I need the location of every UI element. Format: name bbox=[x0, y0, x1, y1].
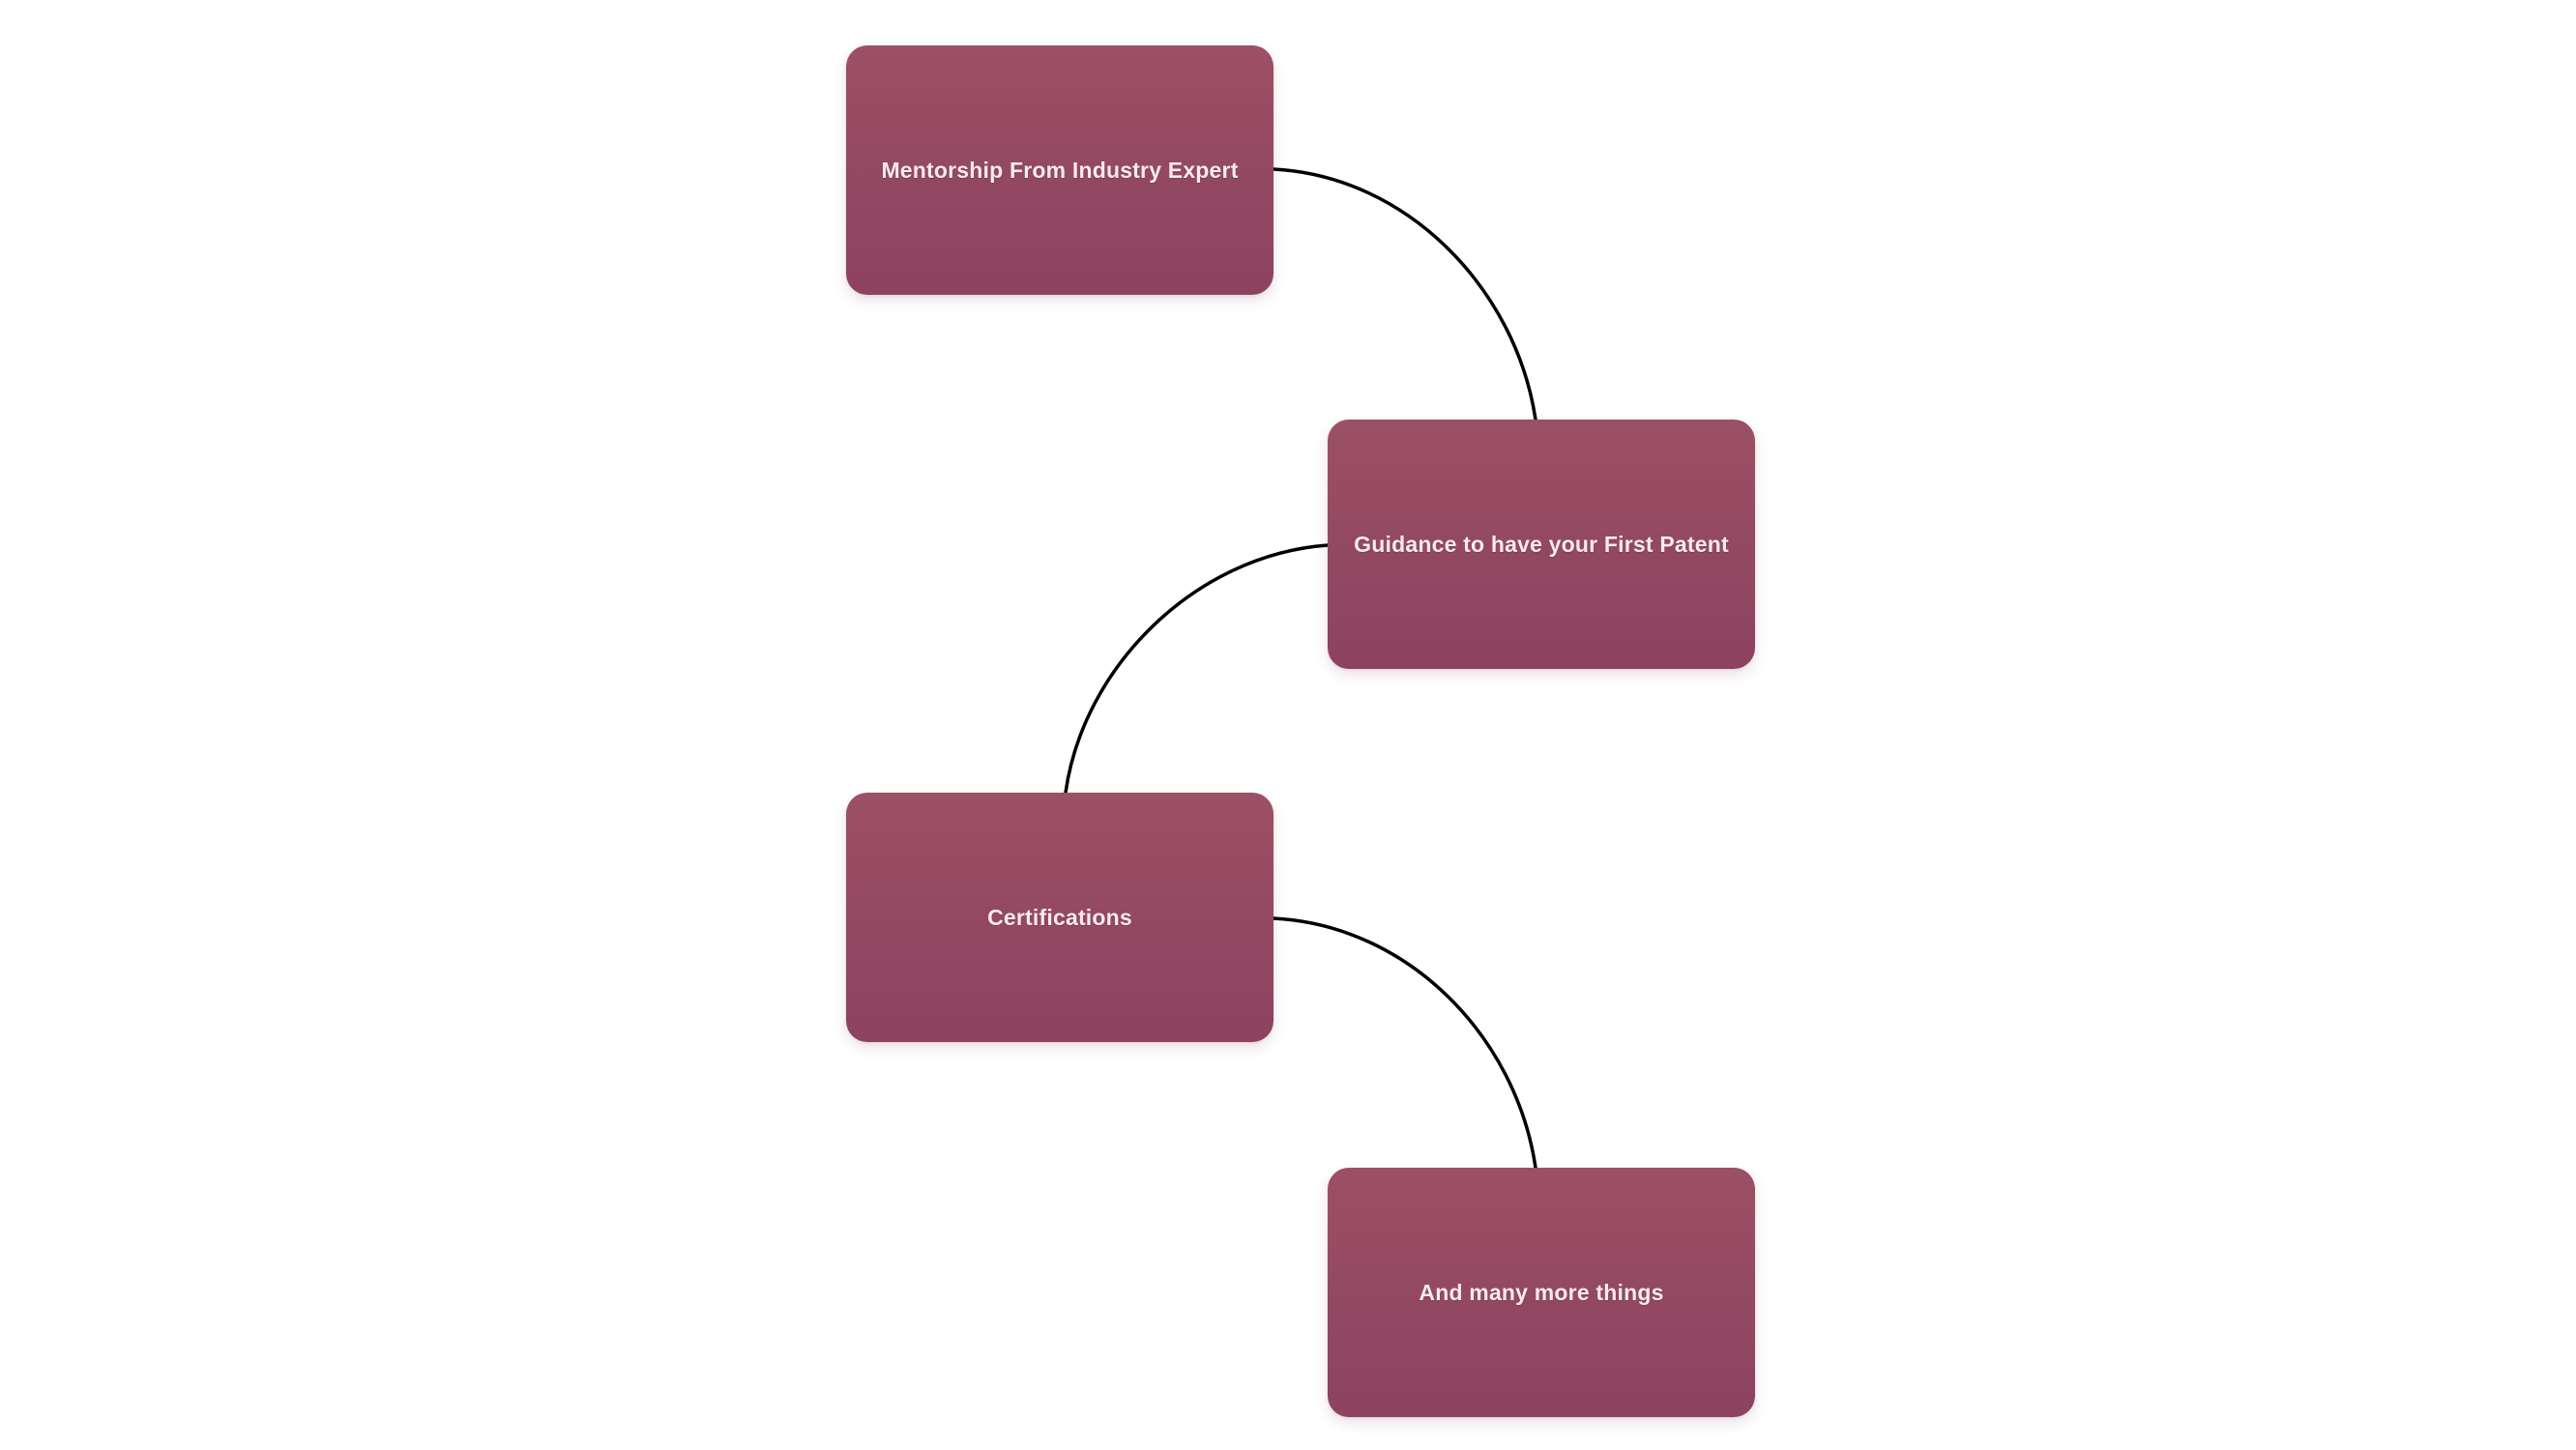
node-label-more-things: And many more things bbox=[1419, 1279, 1664, 1305]
node-label-first-patent: Guidance to have your First Patent bbox=[1354, 531, 1729, 557]
node-more-things: And many more things bbox=[1328, 1168, 1755, 1417]
node-label-certifications: Certifications bbox=[987, 904, 1132, 930]
node-certifications: Certifications bbox=[846, 793, 1273, 1042]
node-mentorship: Mentorship From Industry Expert bbox=[846, 45, 1273, 295]
node-first-patent: Guidance to have your First Patent bbox=[1328, 420, 1755, 669]
node-label-mentorship: Mentorship From Industry Expert bbox=[881, 157, 1239, 183]
connector-n1-n2 bbox=[1272, 167, 1537, 421]
connector-n2-n3 bbox=[1064, 543, 1330, 795]
connector-n3-n4 bbox=[1272, 916, 1537, 1170]
